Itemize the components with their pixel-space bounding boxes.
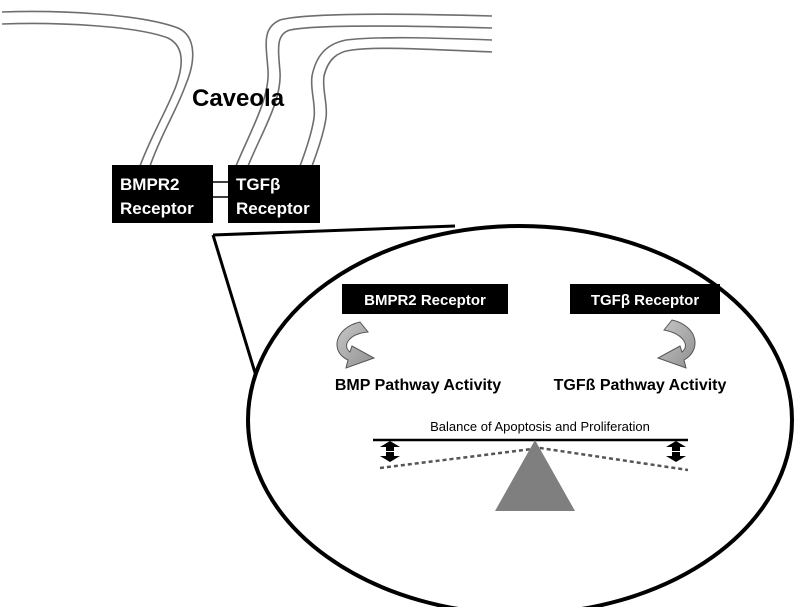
zoom-bmpr2-box: BMPR2 Receptor bbox=[342, 284, 508, 314]
bmp-pathway-activity: BMP Pathway Activity bbox=[335, 377, 501, 394]
curved-arrow-right-icon bbox=[656, 319, 696, 369]
caveola-membrane-right-inner bbox=[299, 36, 493, 167]
balance-label: Balance of Apoptosis and Proliferation bbox=[430, 419, 650, 434]
caveola-label: Caveola bbox=[192, 85, 285, 112]
tgfb-receptor-line2: Receptor bbox=[236, 199, 310, 218]
receptor-connector bbox=[213, 181, 228, 198]
bmpr2-receptor-box-bg bbox=[112, 165, 213, 223]
caveola-membrane-left bbox=[1, 10, 194, 167]
tgfb-receptor-box-bg bbox=[228, 165, 320, 223]
zoom-bmpr2-box-bg bbox=[342, 284, 508, 314]
bmpr2-receptor-box: BMPR2 Receptor bbox=[112, 165, 213, 223]
up-down-arrow-left-icon bbox=[380, 441, 400, 462]
tgfb-receptor-box: TGFβ Receptor bbox=[228, 165, 320, 223]
bmpr2-receptor-line1: BMPR2 bbox=[120, 175, 180, 194]
zoom-tgfb-label: TGFβ Receptor bbox=[591, 292, 699, 309]
zoom-ellipse bbox=[246, 224, 794, 607]
bmpr2-receptor-line2: Receptor bbox=[120, 199, 194, 218]
zoom-tgfb-box: TGFβ Receptor bbox=[570, 284, 720, 314]
balance-fulcrum bbox=[495, 440, 575, 511]
balance-tilt-line bbox=[379, 446, 689, 472]
zoom-bmpr2-label: BMPR2 Receptor bbox=[364, 292, 486, 309]
balance-scale bbox=[373, 438, 689, 511]
zoom-tgfb-box-bg bbox=[570, 284, 720, 314]
up-down-arrow-right-icon bbox=[666, 441, 686, 462]
caveola-membrane-right bbox=[235, 13, 493, 167]
tgfb-pathway-activity: TGFß Pathway Activity bbox=[554, 377, 727, 394]
tgfb-receptor-line1: TGFβ bbox=[236, 175, 280, 194]
curved-arrow-left-icon bbox=[336, 321, 376, 369]
